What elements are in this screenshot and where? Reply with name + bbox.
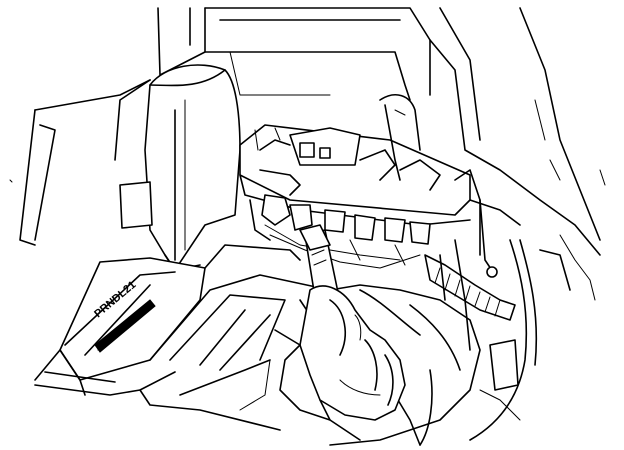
- connector-block-right: [489, 339, 519, 391]
- harness-clip: [486, 266, 498, 278]
- control-button-right: [319, 147, 331, 159]
- climate-control-unit: [239, 124, 521, 256]
- lever-button: [119, 181, 153, 229]
- dash-upper-housing: [157, 7, 606, 256]
- left-dash-panel: [9, 79, 151, 246]
- hand: [299, 285, 406, 421]
- shift-lever: [119, 64, 241, 271]
- tool-tip: [299, 224, 331, 251]
- hand-with-tool: [279, 224, 406, 421]
- gear-indicator-slots: [94, 299, 156, 353]
- control-button-left: [299, 142, 315, 158]
- connectors: [261, 194, 431, 269]
- shifter-base: PRNDL21: [34, 257, 281, 431]
- wiring-harness: [379, 94, 596, 441]
